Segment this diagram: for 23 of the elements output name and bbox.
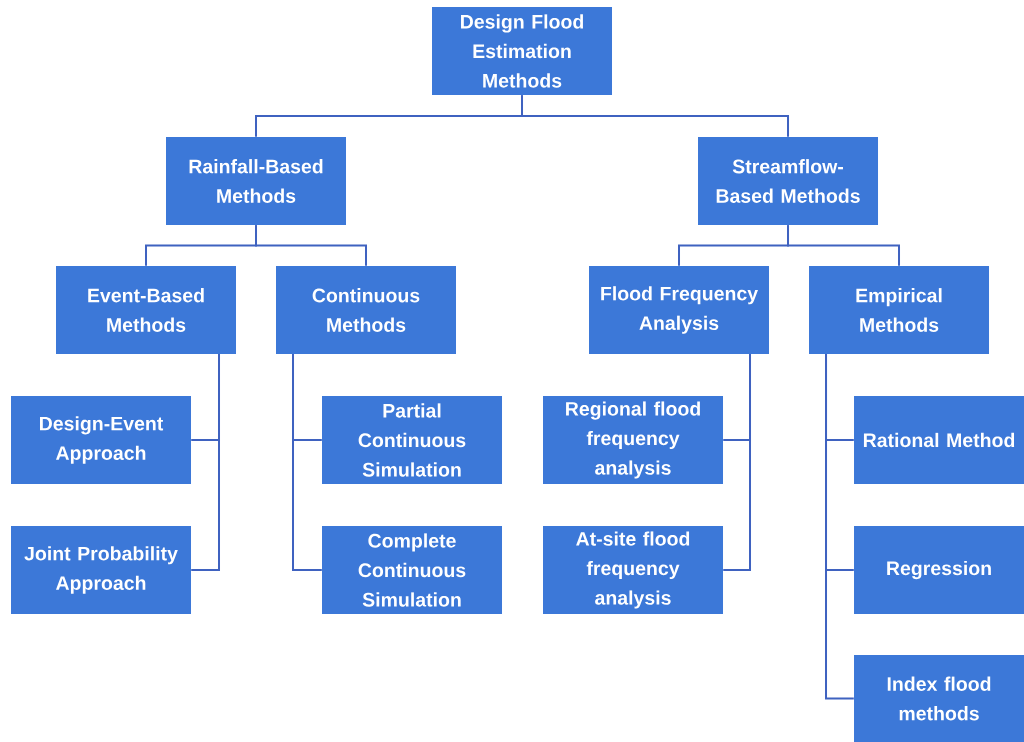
process-box: Complete Continuous Simulation <box>322 526 502 614</box>
connector <box>292 353 323 571</box>
process-box: Event-Based Methods <box>56 266 236 354</box>
process-box: Continuous Methods <box>276 266 456 354</box>
process-box: Joint Probability Approach <box>11 526 191 614</box>
connector <box>787 224 900 267</box>
connector <box>825 353 855 700</box>
process-box: Regression <box>854 526 1024 614</box>
process-box: Index flood methods <box>854 655 1024 742</box>
connector <box>190 353 220 571</box>
process-box: Flood Frequency Analysis <box>589 266 769 354</box>
process-box: Partial Continuous Simulation <box>322 396 502 484</box>
connector <box>255 224 367 267</box>
process-box: At-site flood frequency analysis <box>543 526 723 614</box>
process-box: Rainfall-Based Methods <box>166 137 346 225</box>
process-box: Streamflow-Based Methods <box>698 137 878 225</box>
process-box: Design Flood Estimation Methods <box>432 7 612 95</box>
connector <box>521 94 789 138</box>
process-box: Design-Event Approach <box>11 396 191 484</box>
process-box: Rational Method <box>854 396 1024 484</box>
process-box: Regional flood frequency analysis <box>543 396 723 484</box>
connector <box>722 353 751 571</box>
process-box: Empirical Methods <box>809 266 989 354</box>
